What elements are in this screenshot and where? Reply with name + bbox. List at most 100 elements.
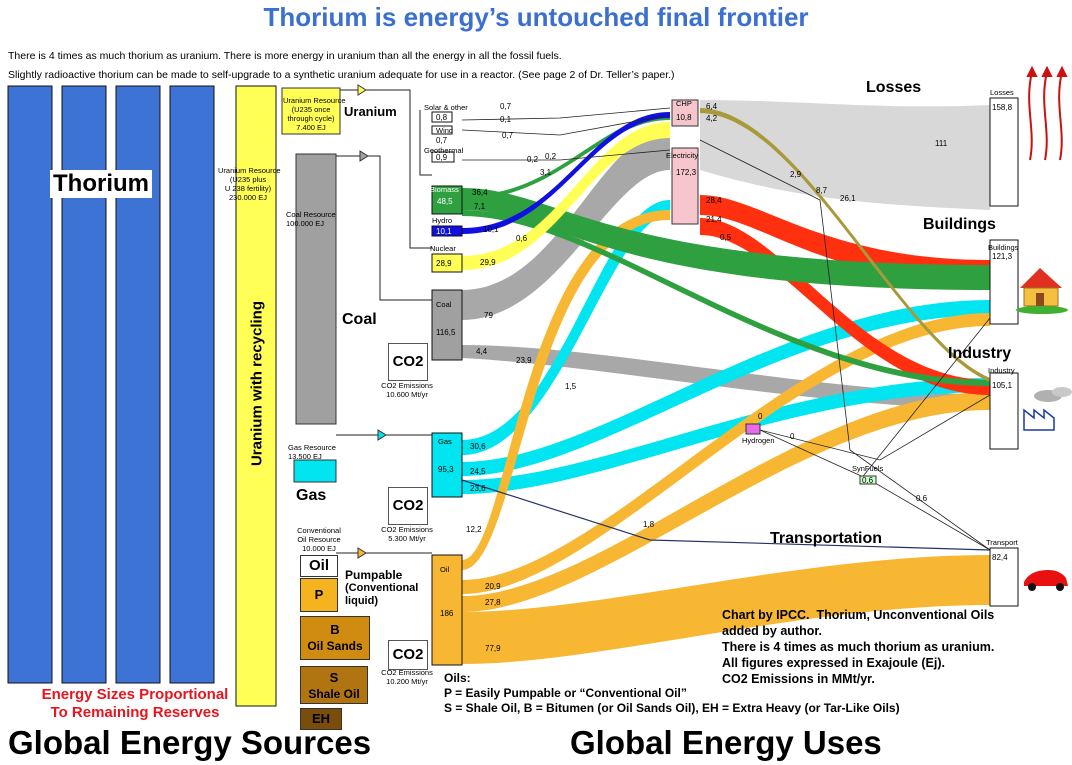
credit-note: Chart by IPCC. Thorium, Unconventional O… bbox=[722, 608, 995, 686]
value-elec-c: 0,5 bbox=[720, 233, 732, 242]
oil-resource-text: Conventional Oil Resource 10.000 EJ bbox=[297, 526, 341, 553]
thorium-bar-1 bbox=[7, 85, 53, 684]
value-hydro-a: 10,1 bbox=[483, 225, 499, 234]
gas-resource-text: Gas Resource 13.500 EJ bbox=[288, 443, 336, 461]
value-wind-b: 0,7 bbox=[502, 131, 514, 140]
value-coal-box: 116,5 bbox=[436, 328, 456, 337]
industry-heading: Industry bbox=[948, 345, 1012, 362]
oil-label: Oil bbox=[300, 555, 338, 577]
oils-legend: Oils: P = Easily Pumpable or “Convention… bbox=[444, 671, 900, 715]
value-chp-a: 6,4 bbox=[706, 102, 718, 111]
value-oil-e: 1,8 bbox=[643, 520, 655, 529]
value-solar-box: 0,8 bbox=[436, 113, 448, 122]
oil-box-b: B Oil Sands bbox=[300, 616, 370, 660]
uranium-once-box bbox=[281, 87, 341, 135]
pumpable-label: Pumpable (Conventional liquid) bbox=[345, 568, 419, 608]
value-solar-b: 0,1 bbox=[500, 115, 512, 124]
thorium-bar-4 bbox=[169, 85, 215, 684]
gas-to-buildings bbox=[462, 300, 990, 476]
oil-to-transport bbox=[462, 555, 990, 664]
value-hydro-box: 10,1 bbox=[436, 227, 452, 236]
transport-box bbox=[989, 547, 1019, 607]
biomass-label: Biomass bbox=[430, 185, 459, 194]
losses-flow bbox=[700, 100, 990, 210]
industry-small-label: Industry bbox=[988, 366, 1015, 375]
value-chp-b: 4,2 bbox=[706, 114, 718, 123]
value-losses-flow: 111 bbox=[935, 139, 948, 148]
coal-box-label: Coal bbox=[436, 300, 452, 309]
value-coal-a: 79 bbox=[484, 311, 493, 320]
chp-box bbox=[671, 99, 699, 127]
footer-uses: Global Energy Uses bbox=[570, 724, 882, 761]
value-losses-box: 158,8 bbox=[992, 103, 1013, 112]
thorium-label: Thorium bbox=[50, 170, 152, 198]
buildings-heading: Buildings bbox=[923, 216, 996, 233]
coal-resource-bar bbox=[295, 153, 337, 425]
electricity-label: Electricity bbox=[666, 151, 699, 160]
transport-small-label: Transport bbox=[986, 538, 1018, 547]
value-geo-b: 0,2 bbox=[545, 152, 557, 161]
subtitle-line-2: Slightly radioactive thorium can be made… bbox=[8, 69, 675, 81]
co2-coal-box: CO2 bbox=[388, 343, 428, 381]
oil-box-p: P bbox=[300, 578, 338, 612]
value-gas-box: 95,3 bbox=[438, 465, 454, 474]
value-elec-b: 21,4 bbox=[706, 215, 722, 224]
uranium-recycling-label: Uranium with recycling bbox=[248, 300, 266, 467]
hydrogen-label: Hydrogen bbox=[742, 436, 775, 445]
page-title: Thorium is energy’s untouched final fron… bbox=[263, 2, 809, 32]
geothermal-label: Geothermal bbox=[424, 146, 464, 155]
coal-label: Coal bbox=[342, 311, 377, 328]
synfuels-box bbox=[859, 475, 877, 485]
nuclear-to-electricity bbox=[462, 122, 670, 270]
electricity-box bbox=[671, 147, 699, 225]
value-wind-a: 0,7 bbox=[436, 136, 448, 145]
value-geo-a: 0,2 bbox=[527, 155, 539, 164]
value-solar-a: 0,7 bbox=[500, 102, 512, 111]
value-geo-box: 0,9 bbox=[436, 153, 448, 162]
value-oil-a: 12,2 bbox=[466, 525, 482, 534]
footer-sources: Global Energy Sources bbox=[8, 724, 372, 761]
value-oil-c: 27,8 bbox=[485, 598, 501, 607]
gas-resource-bar bbox=[293, 459, 337, 483]
value-hydro-b: 0,6 bbox=[516, 234, 528, 243]
losses-heading: Losses bbox=[866, 79, 922, 96]
nuclear-label: Nuclear bbox=[430, 244, 456, 253]
value-syn-a: 0,6 bbox=[916, 494, 928, 503]
gas-label: Gas bbox=[296, 487, 327, 504]
industry-box bbox=[989, 372, 1019, 450]
factory-icon bbox=[1023, 387, 1072, 431]
value-elec-box: 172,3 bbox=[676, 168, 697, 177]
losses-box bbox=[989, 97, 1019, 207]
solar-label: Solar & other bbox=[424, 103, 468, 112]
value-chp-box: 10,8 bbox=[676, 113, 692, 122]
value-transport-box: 82,4 bbox=[992, 553, 1008, 562]
buildings-box bbox=[989, 239, 1019, 325]
gas-box-label: Gas bbox=[438, 437, 452, 446]
gas-box bbox=[431, 432, 463, 498]
synfuels-label: SynFuels bbox=[852, 464, 884, 473]
oil-box-label: Oil bbox=[440, 565, 450, 574]
value-buildings-box: 121,3 bbox=[992, 252, 1013, 261]
uranium-label: Uranium bbox=[344, 104, 397, 119]
value-industry-box: 105,1 bbox=[992, 381, 1013, 390]
co2-oil-box: CO2 bbox=[388, 640, 428, 670]
value-mid-b: 26,1 bbox=[840, 194, 856, 203]
value-nuclear-a: 29,9 bbox=[480, 258, 496, 267]
house-icon bbox=[1016, 268, 1068, 314]
value-gas-b: 24,5 bbox=[470, 467, 486, 476]
transportation-heading: Transportation bbox=[770, 530, 883, 547]
subtitle-line-1: There is 4 times as much thorium as uran… bbox=[8, 50, 562, 62]
coal-box bbox=[431, 289, 463, 361]
oil-box bbox=[431, 554, 463, 666]
losses-small-label: Losses bbox=[990, 88, 1014, 97]
chp-label: CHP bbox=[676, 99, 692, 108]
value-nuclear-box: 28,9 bbox=[436, 259, 452, 268]
coal-resource-text: Coal Resource 100.000 EJ bbox=[286, 210, 336, 228]
oil-to-industry bbox=[462, 392, 990, 612]
heat-arrows-icon bbox=[1026, 65, 1068, 161]
value-oil-box: 186 bbox=[440, 609, 454, 618]
nuclear-box bbox=[431, 253, 463, 273]
hydro-box bbox=[431, 225, 463, 237]
biomass-to-buildings bbox=[462, 188, 990, 290]
